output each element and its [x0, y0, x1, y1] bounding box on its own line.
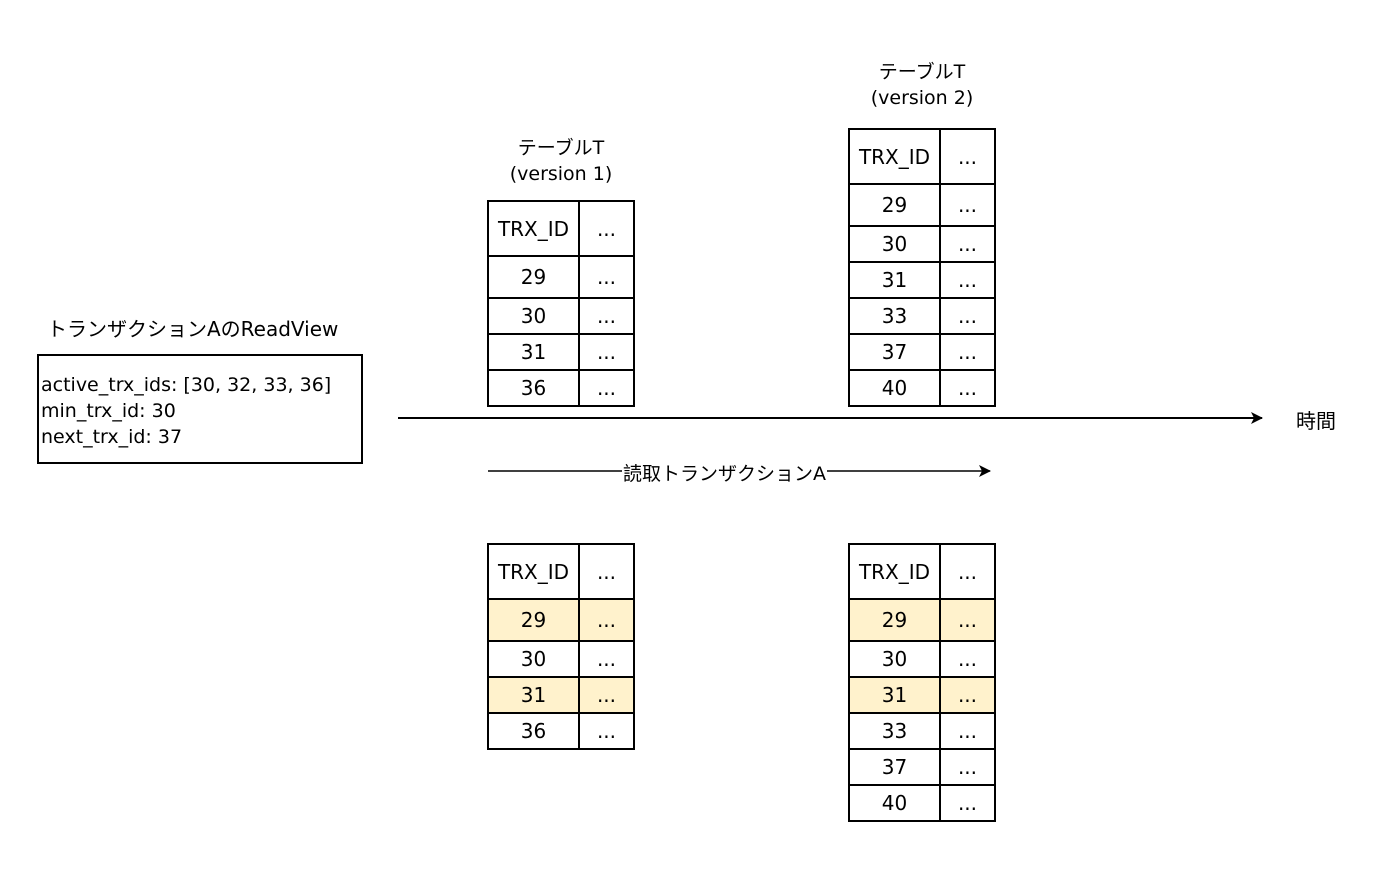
- table-v2-read-view: TRX_ID ... 29 ... 30 ... 31 ... 33 ... 3…: [848, 543, 996, 822]
- table-header-row: TRX_ID ...: [487, 200, 635, 257]
- table-header-cell: TRX_ID: [487, 200, 580, 257]
- table-row: 40 ...: [848, 784, 996, 822]
- table-cell: ...: [939, 297, 996, 335]
- read-arrow-label: 読取トランザクションA: [622, 459, 827, 486]
- table-cell: 31: [848, 676, 941, 714]
- table-cell: 30: [487, 640, 580, 678]
- table-row: 30 ...: [848, 225, 996, 263]
- table-cell: 36: [487, 369, 580, 407]
- table-cell: 30: [848, 640, 941, 678]
- table-cell: 37: [848, 333, 941, 371]
- table-header-cell: ...: [578, 543, 635, 600]
- table-row: 36 ...: [487, 712, 635, 750]
- table-row-visible: 29 ...: [487, 598, 635, 642]
- table-cell: ...: [578, 297, 635, 335]
- table-header-cell: TRX_ID: [487, 543, 580, 600]
- table-cell: 31: [487, 676, 580, 714]
- table-cell: 29: [848, 598, 941, 642]
- table-cell: 36: [487, 712, 580, 750]
- table-cell: 31: [848, 261, 941, 299]
- table-cell: 33: [848, 297, 941, 335]
- table-row: 30 ...: [487, 297, 635, 335]
- table-v1-title: テーブルT: [517, 137, 605, 159]
- table-row: 31 ...: [487, 333, 635, 371]
- table-cell: ...: [939, 784, 996, 822]
- table-v2: TRX_ID ... 29 ... 30 ... 31 ... 33 ... 3…: [848, 128, 996, 407]
- table-row: 33 ...: [848, 712, 996, 750]
- table-v1-caption: テーブルT (version 1): [487, 135, 635, 187]
- readview-next-trx-id: next_trx_id: 37: [41, 426, 183, 448]
- table-cell: ...: [578, 333, 635, 371]
- table-cell: 30: [848, 225, 941, 263]
- table-header-row: TRX_ID ...: [487, 543, 635, 600]
- table-row-visible: 29 ...: [848, 598, 996, 642]
- readview-title: トランザクションAのReadView: [47, 317, 339, 341]
- table-cell: 31: [487, 333, 580, 371]
- table-cell: ...: [578, 640, 635, 678]
- table-cell: ...: [939, 712, 996, 750]
- table-header-row: TRX_ID ...: [848, 543, 996, 600]
- table-header-row: TRX_ID ...: [848, 128, 996, 185]
- table-cell: ...: [578, 598, 635, 642]
- table-cell: ...: [578, 255, 635, 299]
- table-header-cell: ...: [578, 200, 635, 257]
- table-v2-caption: テーブルT (version 2): [848, 59, 996, 111]
- readview-min-trx-id: min_trx_id: 30: [41, 400, 176, 422]
- table-cell: ...: [578, 369, 635, 407]
- table-cell: 30: [487, 297, 580, 335]
- table-cell: ...: [939, 676, 996, 714]
- table-cell: ...: [578, 712, 635, 750]
- table-v1-subtitle: (version 1): [509, 163, 613, 185]
- table-header-cell: TRX_ID: [848, 128, 941, 185]
- table-v1: TRX_ID ... 29 ... 30 ... 31 ... 36 ...: [487, 200, 635, 407]
- table-row: 40 ...: [848, 369, 996, 407]
- table-cell: ...: [939, 183, 996, 227]
- table-cell: 37: [848, 748, 941, 786]
- table-cell: 29: [848, 183, 941, 227]
- table-cell: ...: [939, 640, 996, 678]
- table-cell: ...: [939, 225, 996, 263]
- table-cell: ...: [939, 598, 996, 642]
- table-cell: 40: [848, 369, 941, 407]
- table-row-visible: 31 ...: [487, 676, 635, 714]
- table-cell: 40: [848, 784, 941, 822]
- table-cell: 33: [848, 712, 941, 750]
- table-header-cell: ...: [939, 128, 996, 185]
- timeline-label: 時間: [1296, 409, 1336, 433]
- table-header-cell: ...: [939, 543, 996, 600]
- table-header-cell: TRX_ID: [848, 543, 941, 600]
- table-row: 33 ...: [848, 297, 996, 335]
- table-row: 37 ...: [848, 748, 996, 786]
- table-cell: ...: [939, 333, 996, 371]
- table-row: 30 ...: [848, 640, 996, 678]
- table-row: 36 ...: [487, 369, 635, 407]
- table-v1-read-view: TRX_ID ... 29 ... 30 ... 31 ... 36 ...: [487, 543, 635, 750]
- table-cell: ...: [939, 369, 996, 407]
- table-cell: 29: [487, 598, 580, 642]
- table-row: 29 ...: [487, 255, 635, 299]
- table-row: 31 ...: [848, 261, 996, 299]
- table-v2-subtitle: (version 2): [870, 87, 974, 109]
- table-row: 37 ...: [848, 333, 996, 371]
- table-cell: 29: [487, 255, 580, 299]
- table-row: 30 ...: [487, 640, 635, 678]
- table-row: 29 ...: [848, 183, 996, 227]
- readview-active-trx-ids: active_trx_ids: [30, 32, 33, 36]: [41, 374, 332, 396]
- table-cell: ...: [939, 261, 996, 299]
- readview-box: active_trx_ids: [30, 32, 33, 36] min_trx…: [37, 354, 363, 464]
- table-cell: ...: [939, 748, 996, 786]
- table-v2-title: テーブルT: [878, 61, 966, 83]
- table-cell: ...: [578, 676, 635, 714]
- table-row-visible: 31 ...: [848, 676, 996, 714]
